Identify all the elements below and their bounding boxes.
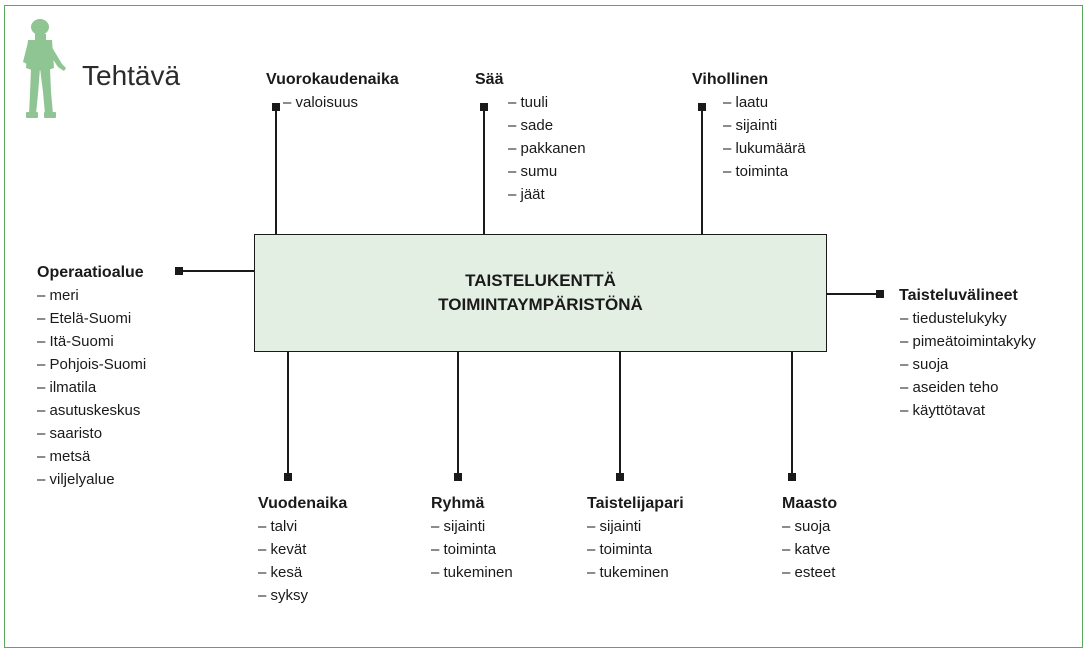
list-item: – tukeminen: [587, 564, 669, 581]
list-item: – esteet: [782, 564, 836, 581]
group-items: – valoisuus: [283, 91, 399, 114]
list-item: – Pohjois-Suomi: [37, 356, 147, 373]
list-item: – tukeminen: [431, 564, 513, 581]
list-item: – käyttötavat: [900, 402, 986, 419]
group-items: – talvi – kevät – kesä – syksy: [258, 515, 347, 607]
group-title: Vuorokaudenaika: [266, 71, 399, 88]
endpoint-operaatioalue: [175, 267, 183, 275]
list-item: – sijainti: [587, 518, 642, 535]
group-title: Taisteluvälineet: [899, 287, 1018, 304]
group-vihollinen: Vihollinen – laatu– sijainti– lukumäärä–…: [692, 69, 806, 183]
group-title: Sää: [475, 71, 504, 88]
list-item: – ilmatila: [37, 379, 97, 396]
list-item: – katve: [782, 541, 831, 558]
group-items: – tiedustelukyky – pimeätoimintakyky – suo…: [900, 307, 1036, 422]
group-vuodenaika: Vuodenaika – talvi – kevät – kesä – syksy: [258, 493, 347, 607]
list-item: – talvi: [258, 518, 298, 535]
list-item: – aseiden teho: [900, 379, 999, 396]
group-title: Vihollinen: [692, 71, 769, 88]
list-item: – viljelyalue: [37, 471, 115, 488]
list-item: – valoisuus: [283, 94, 359, 111]
group-ryhma: Ryhmä – sijainti – toiminta – tukeminen: [431, 493, 513, 584]
list-item: – toiminta: [723, 163, 789, 180]
list-item: – lukumäärä: [723, 140, 806, 157]
group-title: Vuodenaika: [258, 495, 348, 512]
group-taistelijapari: Taistelijapari – sijainti – toiminta – tuk…: [587, 493, 684, 584]
list-item: – pimeätoimintakyky: [900, 333, 1036, 350]
list-item: – tuuli: [508, 94, 549, 111]
group-taisteluvalineet: Taisteluvälineet – tiedustelukyky – pimeä…: [899, 285, 1036, 422]
list-item: – laatu: [723, 94, 769, 111]
endpoint-maasto: [788, 473, 796, 481]
group-title: Maasto: [782, 495, 838, 512]
group-items: – sijainti – toiminta – tukeminen: [431, 515, 513, 584]
list-item: – tiedustelukyky: [900, 310, 1007, 327]
list-item: – syksy: [258, 587, 309, 604]
diagram-frame: [4, 5, 1083, 648]
soldier-icon: [23, 19, 66, 118]
group-items: – sijainti – toiminta – tukeminen: [587, 515, 684, 584]
group-items: – meri – Etelä-Suomi – Itä-Suomi – Pohjois-…: [37, 284, 146, 491]
center-title-line2: TOIMINTAYMPÄRISTÖNÄ: [438, 295, 643, 314]
group-items: – suoja – katve – esteet: [782, 515, 837, 584]
list-item: – kevät: [258, 541, 307, 558]
list-item: – metsä: [37, 448, 91, 465]
endpoint-ryhma: [454, 473, 462, 481]
list-item: – toiminta: [431, 541, 497, 558]
group-title: Operaatioalue: [37, 264, 144, 281]
list-item: – meri: [37, 287, 79, 304]
endpoint-saa: [480, 103, 488, 111]
group-operaatioalue: Operaatioalue – meri – Etelä-Suomi – Itä-S…: [37, 262, 146, 491]
group-items: – laatu – sijainti – lukumäärä – toiminta: [723, 91, 806, 183]
list-item: – suoja: [900, 356, 949, 373]
endpoint-taistelijapari: [616, 473, 624, 481]
endpoint-vuodenaika: [284, 473, 292, 481]
group-vuorokaudenaika: Vuorokaudenaika – valoisuus: [266, 69, 399, 114]
endpoint-vihollinen: [698, 103, 706, 111]
task-title: Tehtävä: [82, 60, 181, 91]
list-item: – sumu: [508, 163, 558, 180]
list-item: – sijainti: [723, 117, 778, 134]
list-item: – jäät: [508, 186, 545, 203]
list-item: – sade: [508, 117, 554, 134]
group-title: Taistelijapari: [587, 495, 684, 512]
list-item: – saaristo: [37, 425, 103, 442]
list-item: – Itä-Suomi: [37, 333, 114, 350]
group-items: – tuuli – sade – pakkanen – sumu – jäät: [508, 91, 586, 206]
center-title: TAISTELUKENTTÄ TOIMINTAYMPÄRISTÖNÄ: [438, 269, 643, 317]
center-title-line1: TAISTELUKENTTÄ: [465, 271, 616, 290]
list-item: – kesä: [258, 564, 303, 581]
group-saa: Sää – tuuli – sade – pakkanen – sumu – jäät: [475, 69, 586, 206]
list-item: – suoja: [782, 518, 831, 535]
list-item: – toiminta: [587, 541, 653, 558]
group-maasto: Maasto – suoja – katve – esteet: [782, 493, 837, 584]
list-item: – sijainti: [431, 518, 486, 535]
list-item: – asutuskeskus: [37, 402, 141, 419]
center-box: TAISTELUKENTTÄ TOIMINTAYMPÄRISTÖNÄ: [254, 234, 827, 352]
list-item: – pakkanen: [508, 140, 586, 157]
group-title: Ryhmä: [431, 495, 485, 512]
endpoint-taisteluvalineet: [876, 290, 884, 298]
list-item: – Etelä-Suomi: [37, 310, 132, 327]
endpoint-vuorokaudenaika: [272, 103, 280, 111]
